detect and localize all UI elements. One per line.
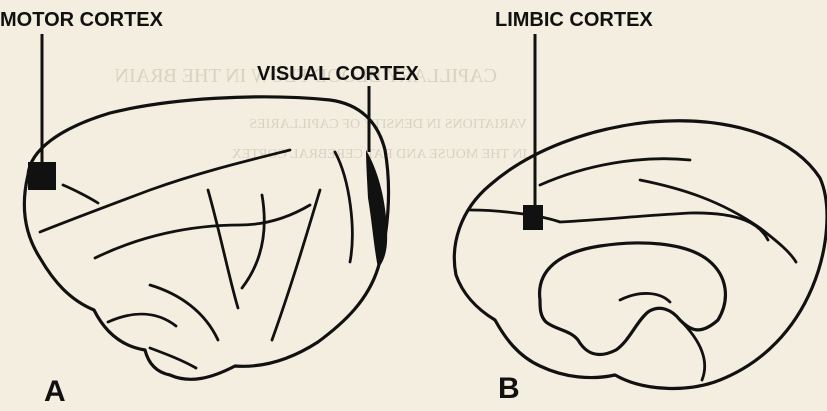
limbic-cortex-label: LIMBIC CORTEX (495, 9, 653, 31)
sulcus-a5 (242, 195, 264, 288)
brain-a-outline (24, 97, 388, 379)
limbic-cortex-marker (523, 205, 543, 230)
visual-cortex-marker (366, 150, 387, 268)
motor-cortex-marker (28, 162, 56, 190)
sulcus-a7 (335, 152, 352, 262)
ghost-line1: VARIATIONS IN DENSITY OF CAPILLARIES (249, 117, 527, 132)
motor-cortex-label: MOTOR CORTEX (0, 9, 164, 31)
sulcus-a2 (63, 185, 98, 203)
sulcus-a4 (208, 190, 238, 308)
sulcus-b1 (540, 159, 690, 185)
brain-a (24, 97, 388, 379)
panel-b-label: B (498, 372, 520, 405)
brain-b-inner-region (540, 243, 726, 355)
sulcus-a9 (150, 285, 218, 340)
sulcus-b3 (470, 210, 768, 240)
panel-a-label: A (44, 375, 66, 408)
sulcus-b2 (640, 180, 796, 262)
sulcus-a3 (95, 205, 310, 258)
sulcus-b5 (620, 293, 670, 302)
sulcus-a10 (150, 348, 196, 368)
visual-cortex-label: VISUAL CORTEX (257, 63, 420, 85)
sulcus-a8 (108, 314, 176, 326)
